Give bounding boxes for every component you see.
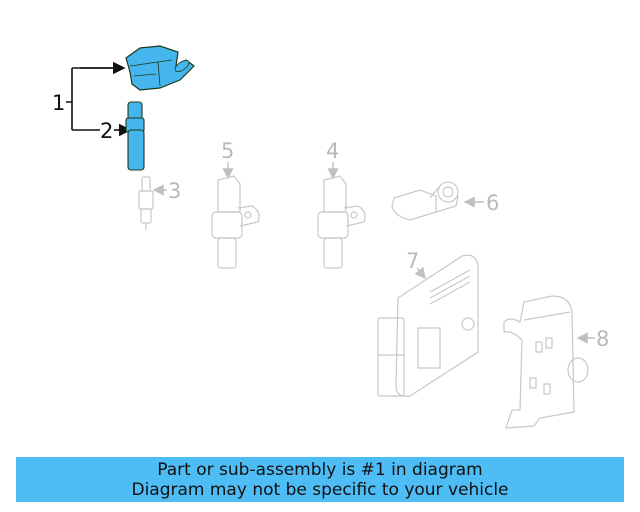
callout-3[interactable]: 3: [152, 179, 181, 203]
svg-text:2: 2: [100, 119, 113, 143]
banner-line-2: Diagram may not be specific to your vehi…: [131, 479, 509, 500]
callout-6[interactable]: 6: [463, 191, 499, 215]
svg-text:5: 5: [221, 139, 234, 163]
callout-4[interactable]: 4: [326, 139, 339, 180]
callout-7[interactable]: 7: [406, 249, 426, 280]
svg-text:1: 1: [52, 91, 65, 115]
svg-text:3: 3: [168, 179, 181, 203]
svg-text:4: 4: [326, 139, 339, 163]
ignition-coil-part[interactable]: [125, 45, 195, 91]
parts-diagram: 1 2 3 5 4: [52, 45, 609, 429]
svg-text:8: 8: [596, 327, 609, 351]
info-banner: Part or sub-assembly is #1 in diagram Di…: [16, 457, 624, 502]
bracket-part[interactable]: [503, 295, 589, 429]
callout-5[interactable]: 5: [221, 139, 234, 180]
coil-boot-part[interactable]: [125, 101, 145, 171]
control-module-part[interactable]: [377, 254, 479, 397]
svg-text:6: 6: [486, 191, 499, 215]
sensor-6-part[interactable]: [391, 181, 459, 221]
callout-1[interactable]: 1: [52, 61, 126, 131]
sensor-5-part[interactable]: [211, 175, 260, 269]
banner-line-1: Part or sub-assembly is #1 in diagram: [157, 459, 483, 480]
spark-plug-part[interactable]: [138, 176, 154, 230]
callout-8[interactable]: 8: [576, 327, 609, 351]
sensor-4-part[interactable]: [317, 175, 366, 269]
